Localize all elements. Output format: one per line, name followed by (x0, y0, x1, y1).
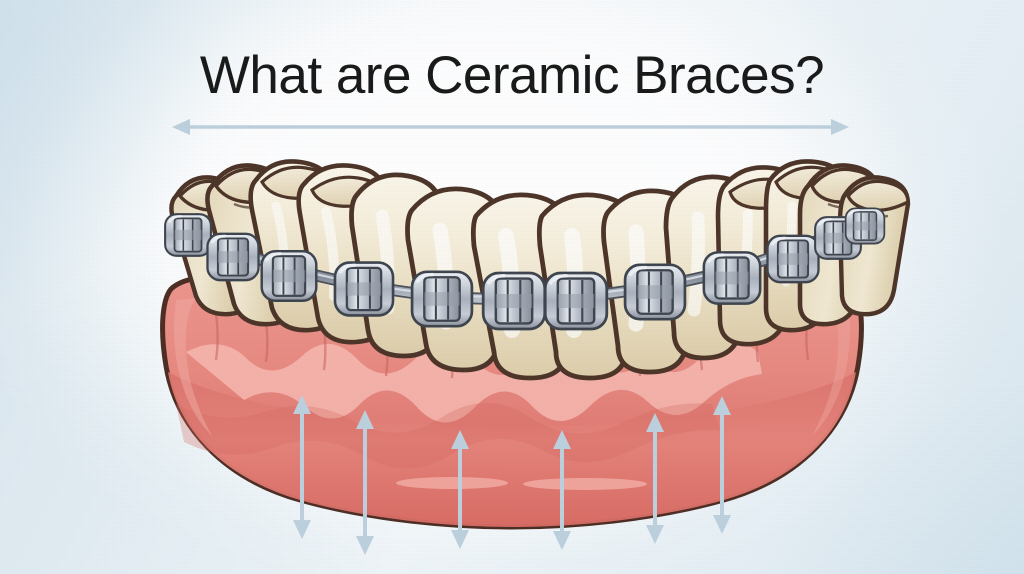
gum-bulge-right (812, 298, 850, 436)
gum-callout-arrow-3 (451, 430, 469, 549)
gum-callout-arrow-6 (713, 396, 731, 534)
gumline-highlight (186, 341, 762, 423)
gum-mid-shadow (176, 402, 720, 469)
page-title: What are Ceramic Braces? (199, 46, 825, 105)
gum-callout-arrow-5 (646, 413, 664, 544)
gum-bulge-left (174, 298, 212, 436)
gum-callout-arrow-1 (293, 395, 311, 539)
gum-callout-arrow-4 (553, 430, 571, 550)
gum-gloss-left (396, 477, 508, 489)
gum-callout-arrow-2 (356, 410, 374, 555)
gum-lower-shade (168, 372, 856, 527)
gum-gloss-right (523, 478, 647, 490)
horizontal-double-arrow (172, 119, 849, 135)
